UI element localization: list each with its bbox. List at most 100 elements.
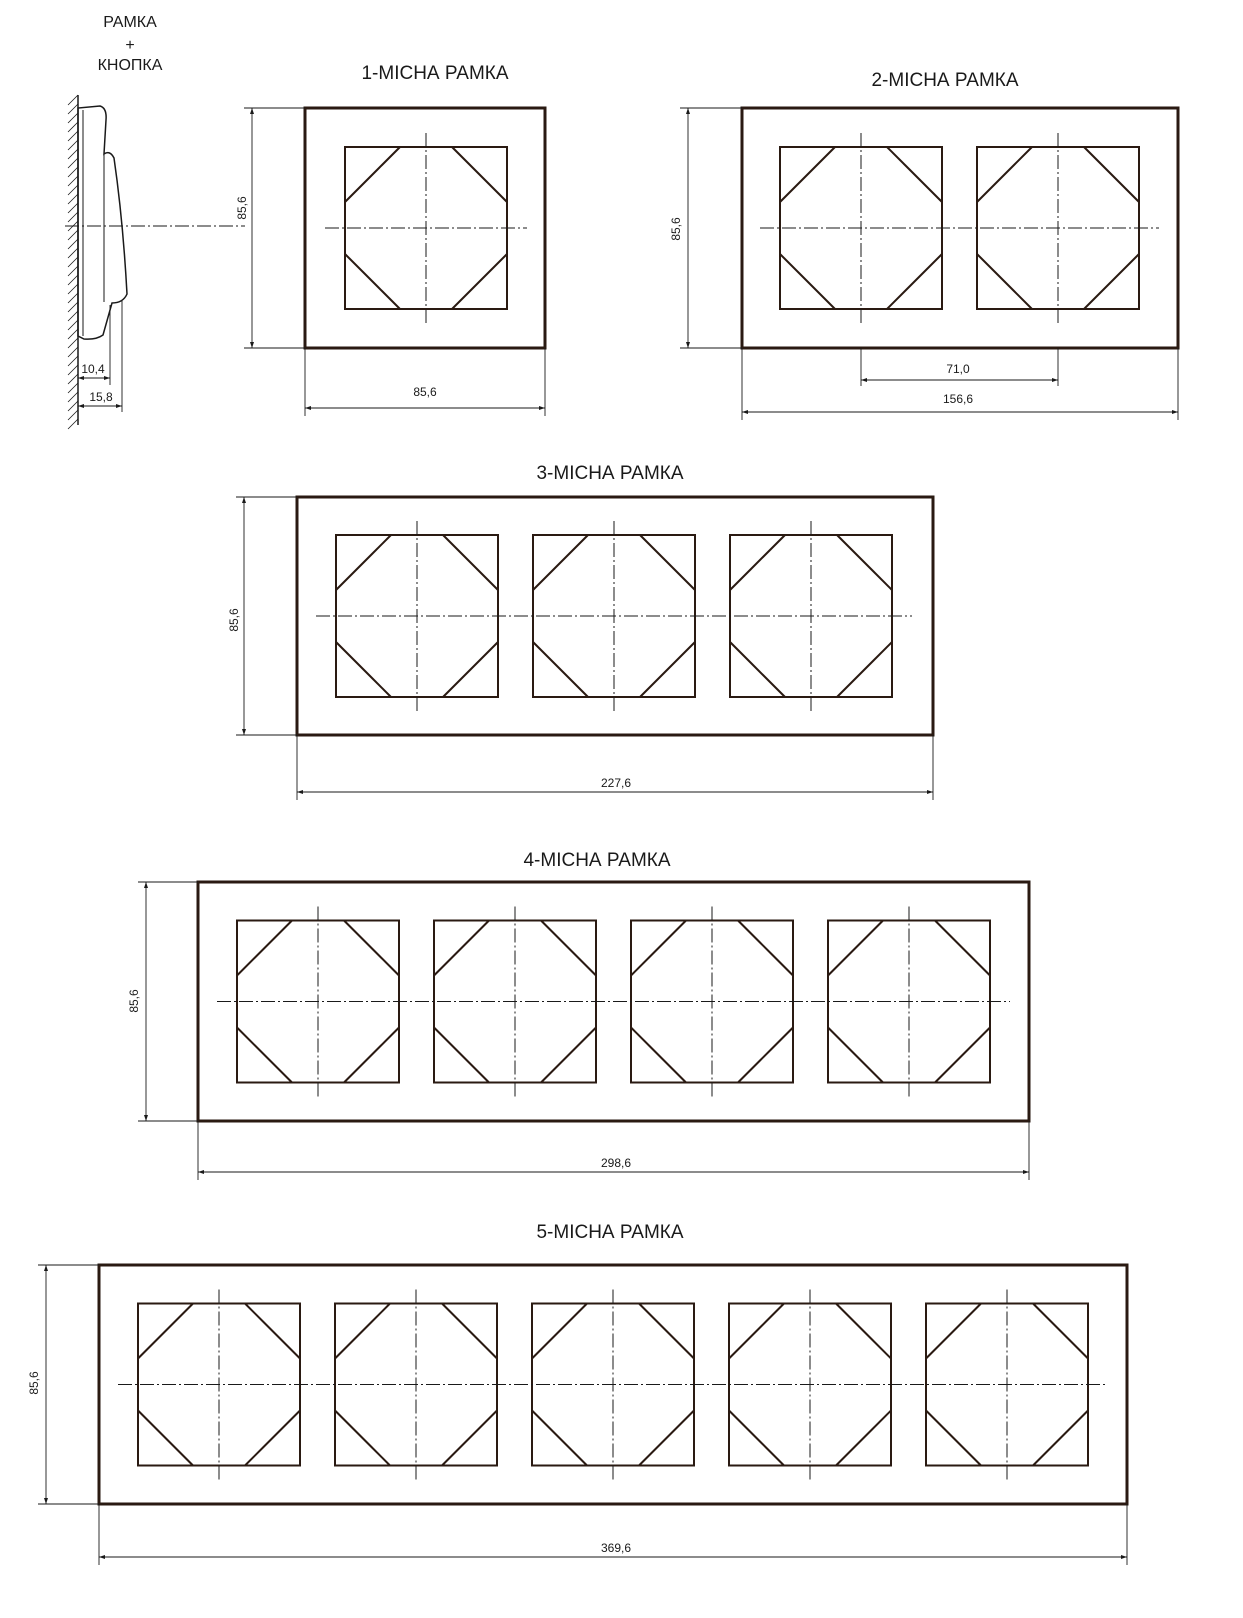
hatch-line: [67, 184, 79, 196]
hatch-line: [67, 355, 79, 367]
frame-outline: [303, 106, 547, 350]
hatch-line: [67, 148, 79, 160]
frame-4-title: 4-МІСНА РАМКА: [523, 850, 670, 871]
opening-corner-notch: [836, 641, 893, 698]
opening-corner-notch: [925, 1302, 982, 1360]
hatch-line: [67, 418, 79, 430]
opening-corner-notch: [630, 919, 687, 977]
opening-corner-notch: [137, 1302, 194, 1360]
dim-arrow: [305, 406, 311, 410]
opening-corner-notch: [827, 1026, 884, 1084]
hatch-line: [67, 211, 79, 223]
hatch-line: [67, 301, 79, 313]
frame-2-width: 156,6: [943, 392, 973, 406]
wall-hatch: [67, 94, 79, 430]
hatch-line: [67, 346, 79, 358]
frame-3-width: 227,6: [601, 776, 631, 790]
hatch-line: [67, 373, 79, 385]
opening-corner-notch: [531, 1409, 588, 1467]
hatch-line: [67, 94, 79, 106]
hatch-line: [67, 391, 79, 403]
frame-2-drawing: [680, 106, 1180, 420]
opening-corner-notch: [343, 919, 400, 977]
opening-corner-notch: [886, 146, 943, 203]
opening-corner-notch: [1083, 146, 1140, 203]
opening-corner-notch: [334, 1409, 391, 1467]
dim-arrow: [1023, 1170, 1029, 1174]
opening-corner-notch: [433, 919, 490, 977]
dim-arrow: [686, 108, 690, 114]
frame-5-drawing: [38, 1263, 1129, 1565]
dim-arrow: [927, 790, 933, 794]
hatch-line: [67, 400, 79, 412]
side-view-title-line-3: КНОПКА: [98, 57, 163, 74]
frame-outline: [740, 106, 1180, 350]
opening-corner-notch: [236, 1026, 293, 1084]
dim-arrow: [198, 1170, 204, 1174]
hatch-line: [67, 193, 79, 205]
opening-corner-notch: [737, 1026, 794, 1084]
hatch-line: [67, 337, 79, 349]
opening-corner-notch: [442, 641, 499, 698]
frame-1-width: 85,6: [413, 385, 437, 399]
opening-corner-notch: [244, 1409, 301, 1467]
opening-corner-notch: [737, 919, 794, 977]
frame-3-height: 85,6: [227, 608, 241, 632]
opening-corner-notch: [728, 1409, 785, 1467]
opening-corner-notch: [236, 919, 293, 977]
frame-outline: [196, 880, 1031, 1123]
opening-corner-notch: [835, 1409, 892, 1467]
hatch-line: [67, 112, 79, 124]
opening-corner-notch: [976, 253, 1033, 310]
frame-3-title: 3-МІСНА РАМКА: [536, 463, 683, 484]
dim-arrow: [78, 404, 84, 408]
frame-1-title: 1-МІСНА РАМКА: [361, 63, 508, 84]
frame-4-height: 85,6: [127, 989, 141, 1013]
dim-arrow: [78, 376, 84, 380]
opening-corner-notch: [137, 1409, 194, 1467]
opening-corner-notch: [886, 253, 943, 310]
hatch-line: [67, 229, 79, 241]
hatch-line: [67, 265, 79, 277]
dim-depth-frame: 10,4: [81, 362, 105, 376]
hatch-line: [67, 139, 79, 151]
frame-1-drawing: [244, 106, 547, 416]
hatch-line: [67, 121, 79, 133]
dim-arrow: [297, 790, 303, 794]
opening-corner-notch: [1083, 253, 1140, 310]
hatch-line: [67, 175, 79, 187]
opening-corner-notch: [442, 534, 499, 591]
opening-corner-notch: [334, 1302, 391, 1360]
hatch-line: [67, 130, 79, 142]
frame-1-height: 85,6: [235, 196, 249, 220]
opening-corner-notch: [835, 1302, 892, 1360]
hatch-line: [67, 256, 79, 268]
hatch-line: [67, 310, 79, 322]
dim-arrow: [861, 378, 867, 382]
opening-corner-notch: [638, 1409, 695, 1467]
opening-corner-notch: [934, 1026, 991, 1084]
opening-corner-notch: [827, 919, 884, 977]
opening-corner-notch: [531, 1302, 588, 1360]
hatch-line: [67, 409, 79, 421]
dim-arrow: [44, 1498, 48, 1504]
opening-corner-notch: [532, 534, 589, 591]
opening-corner-notch: [451, 253, 508, 310]
opening-corner-notch: [335, 534, 392, 591]
hatch-line: [67, 202, 79, 214]
opening-corner-notch: [728, 1302, 785, 1360]
switch-profile: [77, 105, 128, 340]
opening-corner-notch: [729, 534, 786, 591]
opening-corner-notch: [441, 1302, 498, 1360]
dim-arrow: [116, 404, 122, 408]
dim-arrow: [1172, 410, 1178, 414]
dim-arrow: [104, 376, 110, 380]
hatch-line: [67, 157, 79, 169]
frame-2-height: 85,6: [669, 217, 683, 241]
dim-depth-total: 15,8: [89, 390, 113, 404]
hatch-line: [67, 247, 79, 259]
side-view-title-line-1: РАМКА: [103, 14, 157, 31]
opening-corner-notch: [638, 1302, 695, 1360]
opening-corner-notch: [639, 641, 696, 698]
